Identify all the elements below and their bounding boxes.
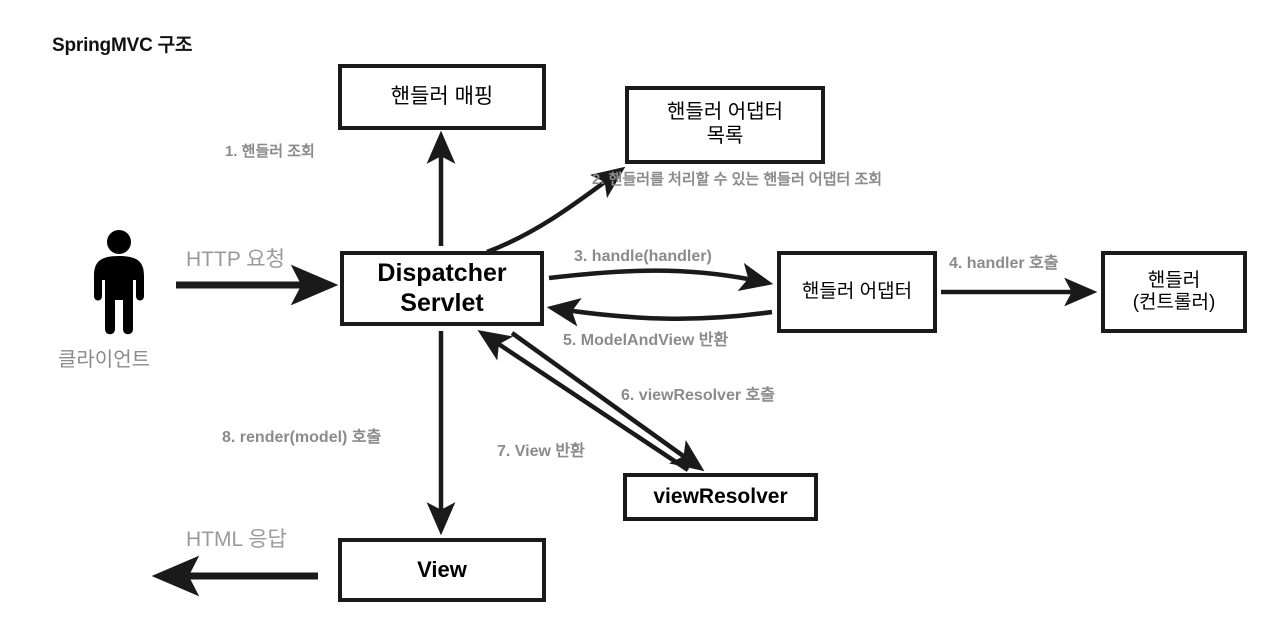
- edge-label-step6: 6. viewResolver 호출: [621, 387, 775, 404]
- node-handler-adapter-label: 핸들러 어댑터: [801, 280, 913, 302]
- node-handler-mapping[interactable]: 핸들러 매핑: [338, 64, 546, 130]
- edge-label-step1: 1. 핸들러 조회: [225, 143, 315, 160]
- node-view-label: View: [417, 557, 467, 583]
- page-title: SpringMVC 구조: [52, 35, 193, 56]
- arrow-step3: [548, 262, 774, 292]
- node-view-resolver[interactable]: viewResolver: [623, 473, 818, 521]
- edge-label-step3: 3. handle(handler): [574, 248, 712, 265]
- node-dispatcher-servlet-label-line1: Dispatcher: [377, 259, 507, 287]
- edge-label-step5: 5. ModelAndView 반환: [563, 332, 729, 349]
- node-view-resolver-label: viewResolver: [653, 484, 788, 508]
- person-icon: [94, 230, 144, 335]
- node-handler-adapter[interactable]: 핸들러 어댑터: [777, 251, 937, 333]
- client-label: 클라이언트: [58, 349, 150, 371]
- node-dispatcher-servlet-label-line2: Servlet: [400, 288, 484, 317]
- node-handler-adapter-list-label-line1: 핸들러 어댑터: [667, 101, 783, 124]
- edge-label-step7: 7. View 반환: [497, 443, 585, 460]
- edge-label-http-request: HTTP 요청: [186, 248, 285, 271]
- arrow-step5: [546, 298, 773, 327]
- edge-label-step4: 4. handler 호출: [949, 255, 1059, 272]
- node-handler-controller[interactable]: 핸들러 (컨트롤러): [1101, 251, 1247, 333]
- node-handler-mapping-label: 핸들러 매핑: [390, 84, 494, 108]
- edge-label-step8: 8. render(model) 호출: [222, 429, 382, 446]
- node-dispatcher-servlet[interactable]: Dispatcher Servlet: [340, 251, 544, 326]
- node-view[interactable]: View: [338, 538, 546, 602]
- node-handler-adapter-list-label-line2: 목록: [706, 125, 744, 147]
- node-handler-controller-label-line2: (컨트롤러): [1132, 292, 1216, 313]
- node-handler-adapter-list[interactable]: 핸들러 어댑터 목록: [625, 86, 825, 164]
- edge-label-http-response: HTML 응답: [186, 528, 287, 551]
- edge-label-step2: 2. 핸들러를 처리할 수 있는 핸들러 어댑터 조회: [592, 171, 883, 188]
- node-handler-controller-label-line1: 핸들러: [1147, 269, 1201, 291]
